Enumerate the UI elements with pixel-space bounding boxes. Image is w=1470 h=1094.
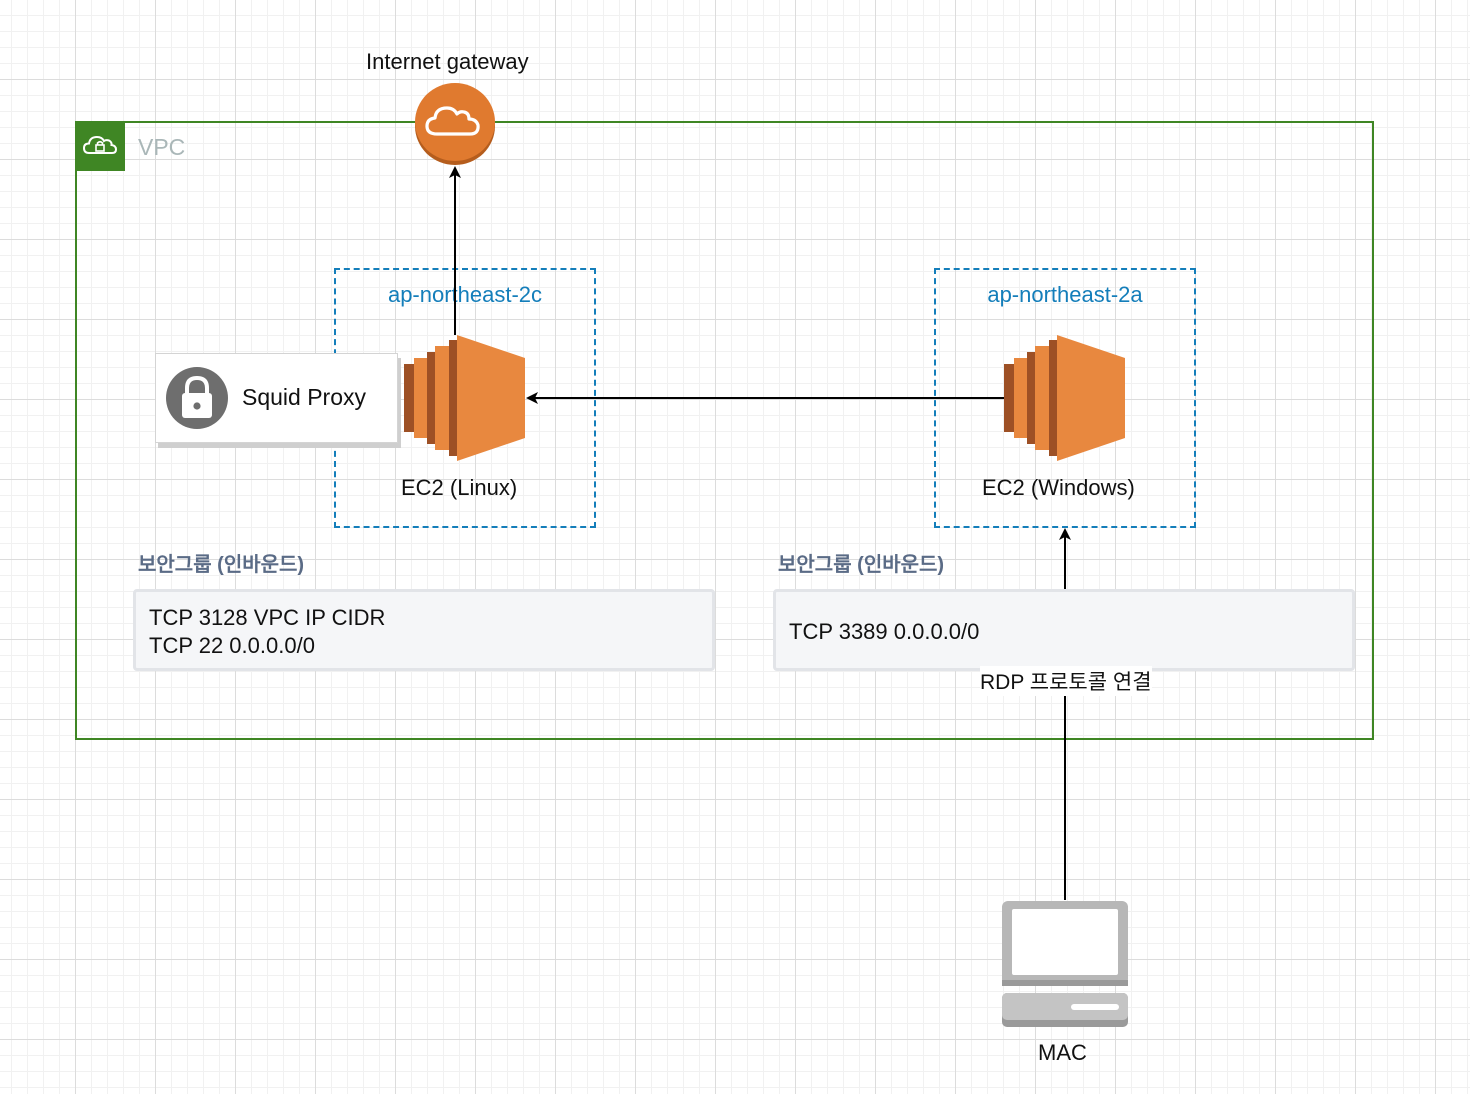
ec2-linux-icon — [404, 335, 525, 461]
ec2-windows-icon — [1004, 335, 1125, 461]
internet-gateway-icon — [415, 83, 495, 165]
rule-item: TCP 22 0.0.0.0/0 — [149, 633, 315, 658]
vpc-icon — [75, 121, 125, 171]
rdp-connection-label: RDP 프로토콜 연결 — [980, 666, 1152, 696]
computer-icon — [1002, 901, 1128, 1027]
az-label-2a: ap-northeast-2a — [987, 282, 1143, 307]
lock-icon — [166, 367, 228, 429]
vpc-label: VPC — [138, 134, 186, 160]
az-label-2c: ap-northeast-2c — [387, 282, 543, 307]
ec2-linux-label: EC2 (Linux) — [401, 475, 518, 500]
security-group-title-linux: 보안그룹 (인바운드) — [138, 554, 305, 576]
ec2-windows-label: EC2 (Windows) — [982, 475, 1135, 500]
security-group-title-windows: 보안그룹 (인바운드) — [778, 554, 945, 576]
security-group-rules-linux: TCP 3128 VPC IP CIDR TCP 22 0.0.0.0/0 — [133, 589, 715, 671]
security-group-rules-windows: TCP 3389 0.0.0.0/0 — [773, 589, 1355, 671]
squid-proxy-label: Squid Proxy — [242, 384, 367, 410]
internet-gateway-label: Internet gateway — [366, 49, 529, 74]
vpc-container — [75, 121, 1374, 740]
mac-label: MAC — [1038, 1040, 1087, 1065]
rule-item: TCP 3128 VPC IP CIDR — [149, 605, 386, 630]
rule-item: TCP 3389 0.0.0.0/0 — [789, 619, 980, 644]
